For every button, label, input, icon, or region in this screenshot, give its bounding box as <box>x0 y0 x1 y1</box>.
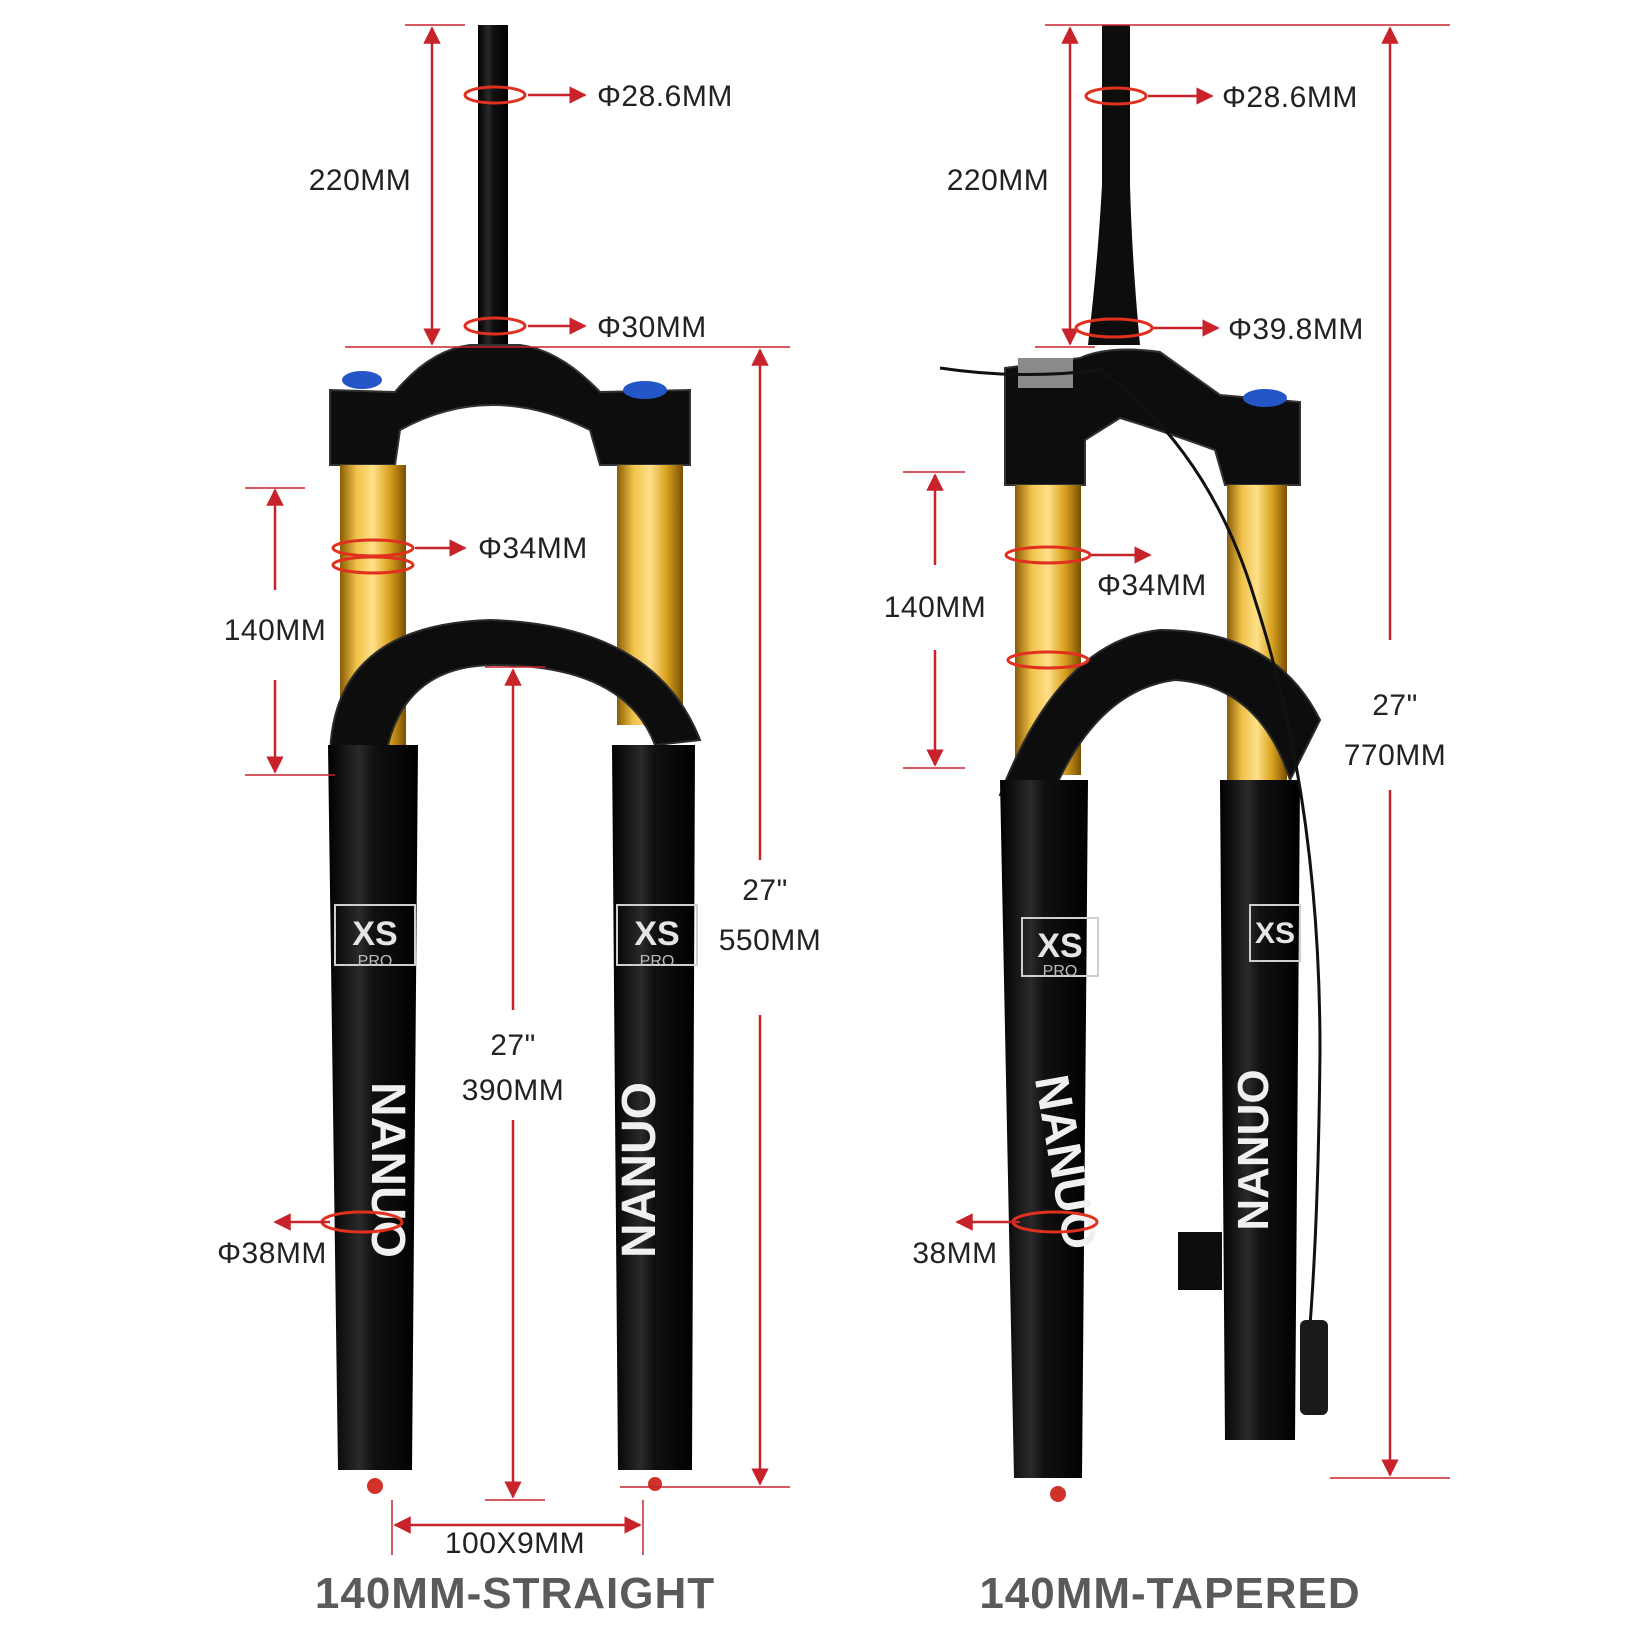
straight-steerer-length-label: 220MM <box>309 164 412 197</box>
tapered-steerer-length-label: 220MM <box>947 164 1050 197</box>
tapered-title: 140MM-TAPERED <box>979 1569 1360 1618</box>
straight-travel-label: 140MM <box>224 614 327 647</box>
tapered-steerer-base-label: Φ39.8MM <box>1228 313 1364 346</box>
tapered-axle-nut <box>1050 1486 1066 1502</box>
straight-left-lower <box>328 745 418 1470</box>
straight-axle-to-crown-label: 550MM <box>719 924 822 957</box>
tapered-lower-label: 38MM <box>912 1237 997 1270</box>
straight-right-leg-text: NANUO <box>613 1082 666 1258</box>
straight-right-lower <box>612 745 695 1470</box>
straight-inner-label: 390MM <box>462 1074 565 1107</box>
straight-left-axle-nut <box>367 1478 383 1494</box>
tapered-steerer-base-ring <box>1074 317 1154 339</box>
straight-left-badge-text: XS <box>352 915 397 953</box>
straight-right-badge-text: XS <box>634 915 679 953</box>
tapered-remote-cable <box>939 366 1322 1381</box>
tapered-right-badge-text: XS <box>1255 917 1295 950</box>
straight-right-badge <box>616 904 698 966</box>
straight-stanchion-label: Φ34MM <box>478 532 588 565</box>
tapered-overall-label: 770MM <box>1344 739 1447 772</box>
tapered-right-lower <box>1220 780 1300 1440</box>
straight-arch <box>328 618 702 761</box>
straight-steerer-base-ring <box>463 316 527 336</box>
tapered-left-badge <box>1021 917 1099 977</box>
tapered-fork-illustration: XS PRO XS NANUO NANUO <box>939 25 1328 1502</box>
straight-dimensions: 220MM Φ28.6MM Φ30MM Φ34MM 140MM 27" 550M… <box>217 24 822 1618</box>
tapered-right-leg-text: NANUO <box>1229 1069 1278 1230</box>
straight-inner-size: 27" <box>490 1029 536 1062</box>
straight-steerer-top-ring <box>463 85 527 105</box>
tapered-arch <box>998 628 1322 802</box>
straight-title: 140MM-STRAIGHT <box>315 1569 715 1618</box>
straight-steerer-base-label: Φ30MM <box>597 311 707 344</box>
tapered-steerer-tube <box>1088 25 1140 345</box>
tapered-overall-size: 27" <box>1372 689 1418 722</box>
tapered-left-badge-text: XS <box>1037 927 1082 965</box>
tapered-steerer-top-ring <box>1084 86 1148 106</box>
straight-steerer-tube <box>478 25 508 350</box>
tapered-left-badge-sub: PRO <box>1043 963 1078 980</box>
straight-steerer-top-label: Φ28.6MM <box>597 80 733 113</box>
straight-right-axle-nut <box>648 1477 662 1491</box>
straight-fork-illustration: XS XS PRO PRO NANUO NANUO <box>328 25 702 1494</box>
tapered-stanchion-label: Φ34MM <box>1097 569 1207 602</box>
straight-right-badge-sub: PRO <box>640 953 675 970</box>
tapered-remote-lever <box>1300 1320 1328 1415</box>
tapered-travel-label: 140MM <box>884 591 987 624</box>
straight-right-cap <box>623 381 667 399</box>
straight-left-cap <box>342 371 382 389</box>
tapered-steerer-top-label: Φ28.6MM <box>1222 81 1358 114</box>
straight-axle-width-label: 100X9MM <box>445 1527 585 1560</box>
tapered-dimensions: 220MM Φ28.6MM Φ39.8MM Φ34MM 140MM 27" 77… <box>884 24 1450 1618</box>
straight-axle-to-crown-size: 27" <box>742 874 788 907</box>
tapered-brake-mount <box>1178 1232 1222 1290</box>
straight-crown <box>329 344 691 466</box>
tapered-right-badge <box>1249 904 1301 962</box>
tapered-right-cap <box>1243 389 1287 407</box>
straight-left-badge-sub: PRO <box>358 953 393 970</box>
straight-lower-label: Φ38MM <box>217 1237 327 1270</box>
straight-left-badge <box>334 904 416 966</box>
